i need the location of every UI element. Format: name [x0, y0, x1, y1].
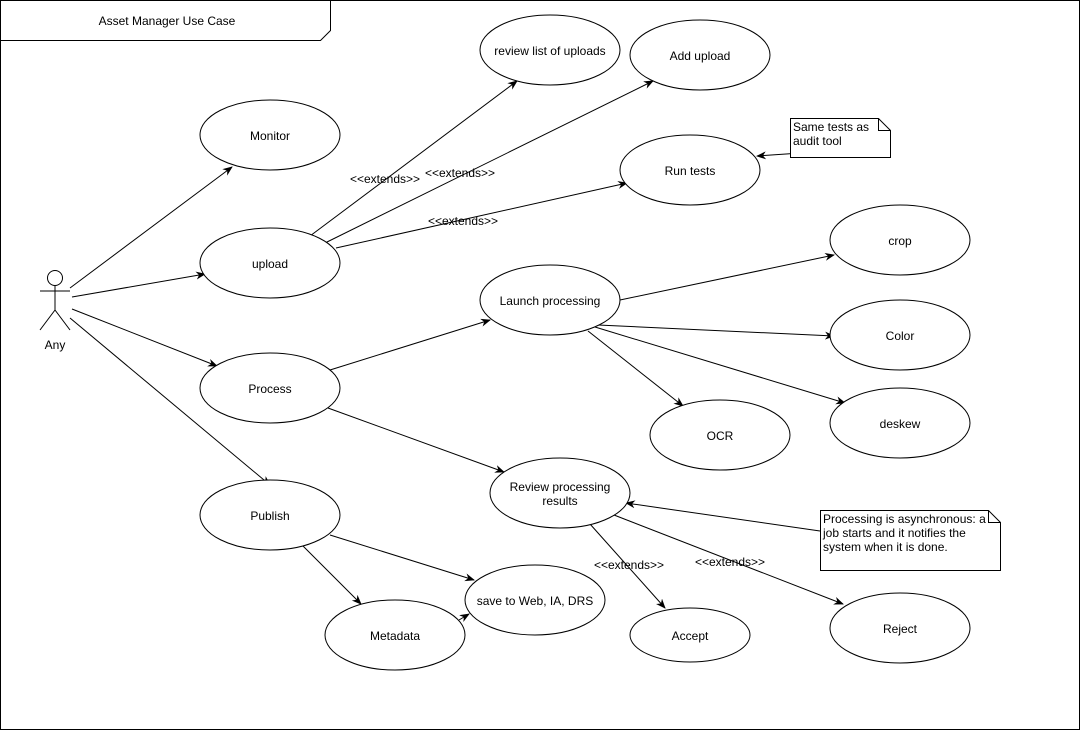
- extends-label-add-upload: <<extends>>: [425, 166, 495, 180]
- use-case-label: Monitor: [250, 129, 290, 143]
- use-case-deskew[interactable]: deskew: [829, 387, 971, 459]
- use-case-reject[interactable]: Reject: [829, 592, 971, 664]
- edge-upload-review-uploads: [309, 80, 518, 237]
- use-case-process[interactable]: Process: [199, 352, 341, 424]
- edge-launch-ocr: [587, 330, 684, 407]
- edge-review-reject: [613, 514, 844, 605]
- note-line-1: Same tests as: [793, 120, 869, 134]
- use-case-accept[interactable]: Accept: [629, 607, 751, 663]
- extends-label-run-tests: <<extends>>: [428, 214, 498, 228]
- edge-launch-color: [597, 324, 835, 340]
- edge-process-launch: [329, 318, 491, 371]
- use-case-label: Publish: [250, 509, 289, 523]
- note-tests: Same tests as audit tool: [790, 118, 891, 158]
- use-case-label: Add upload: [670, 49, 731, 63]
- edge-upload-add-upload: [324, 80, 654, 244]
- edge-note-review: [625, 500, 821, 532]
- use-case-label: Accept: [672, 629, 709, 643]
- note-line-1: Processing is asynchronous: a: [823, 512, 986, 526]
- frame-title: Asset Manager Use Case: [99, 14, 236, 28]
- edge-actor-upload: [71, 271, 206, 298]
- use-case-metadata[interactable]: Metadata: [324, 599, 466, 671]
- edge-metadata-save: [458, 613, 470, 623]
- use-case-monitor[interactable]: Monitor: [199, 99, 341, 171]
- use-case-label: crop: [888, 234, 912, 248]
- extends-label-reject: <<extends>>: [695, 555, 765, 569]
- use-case-label: Metadata: [370, 629, 420, 643]
- edge-process-review: [327, 407, 505, 473]
- use-case-publish[interactable]: Publish: [199, 479, 341, 551]
- use-case-color[interactable]: Color: [829, 299, 971, 371]
- actor-head: [47, 270, 63, 286]
- use-case-ocr[interactable]: OCR: [649, 399, 791, 471]
- use-case-label: save to Web, IA, DRS: [477, 594, 594, 608]
- use-case-label-line-2: results: [542, 494, 577, 508]
- use-case-label: Launch processing: [500, 294, 601, 308]
- extends-label-review-uploads: <<extends>>: [350, 172, 420, 186]
- edge-upload-run-tests: [335, 181, 628, 249]
- use-case-label-line-1: Review processing: [510, 480, 611, 494]
- actor-right-leg: [54, 309, 71, 331]
- use-case-add-upload[interactable]: Add upload: [629, 19, 771, 91]
- use-case-label: Process: [248, 382, 291, 396]
- use-case-label: review list of uploads: [494, 44, 605, 58]
- note-line-2: job starts and it notifies the: [822, 526, 966, 540]
- use-case-launch-processing[interactable]: Launch processing: [479, 264, 621, 336]
- note-line-3: system when it is done.: [823, 540, 948, 554]
- use-case-run-tests[interactable]: Run tests: [619, 134, 761, 206]
- use-case-label: Reject: [883, 622, 918, 636]
- extends-label-accept: <<extends>>: [594, 558, 664, 572]
- edge-launch-crop: [619, 252, 835, 301]
- note-async: Processing is asynchronous: a job starts…: [820, 510, 1001, 571]
- edge-launch-deskew: [594, 326, 846, 405]
- actor-left-leg: [39, 309, 56, 331]
- use-case-label: upload: [252, 257, 288, 271]
- use-case-review-results[interactable]: Review processing results: [489, 457, 631, 529]
- use-case-label: OCR: [707, 429, 734, 443]
- use-case-save-to[interactable]: save to Web, IA, DRS: [464, 564, 606, 636]
- use-case-upload[interactable]: upload: [199, 227, 341, 299]
- use-case-label: Color: [886, 329, 915, 343]
- edge-publish-save: [329, 534, 475, 582]
- frame-title-tab: [0, 0, 331, 41]
- actor-figure: Any: [39, 270, 71, 352]
- edge-actor-process: [71, 308, 218, 367]
- edge-labels: <<extends>> <<extends>> <<extends>> <<ex…: [350, 166, 765, 572]
- note-line-2: audit tool: [793, 134, 842, 148]
- edge-actor-publish: [69, 317, 271, 486]
- use-case-review-uploads[interactable]: review list of uploads: [479, 14, 621, 86]
- use-case-label: Run tests: [665, 164, 716, 178]
- edge-publish-metadata: [302, 545, 362, 605]
- use-case-label: deskew: [880, 417, 921, 431]
- use-case-crop[interactable]: crop: [829, 204, 971, 276]
- edge-review-accept: [589, 523, 666, 609]
- edge-actor-monitor: [69, 166, 233, 289]
- actor-name: Any: [45, 338, 66, 352]
